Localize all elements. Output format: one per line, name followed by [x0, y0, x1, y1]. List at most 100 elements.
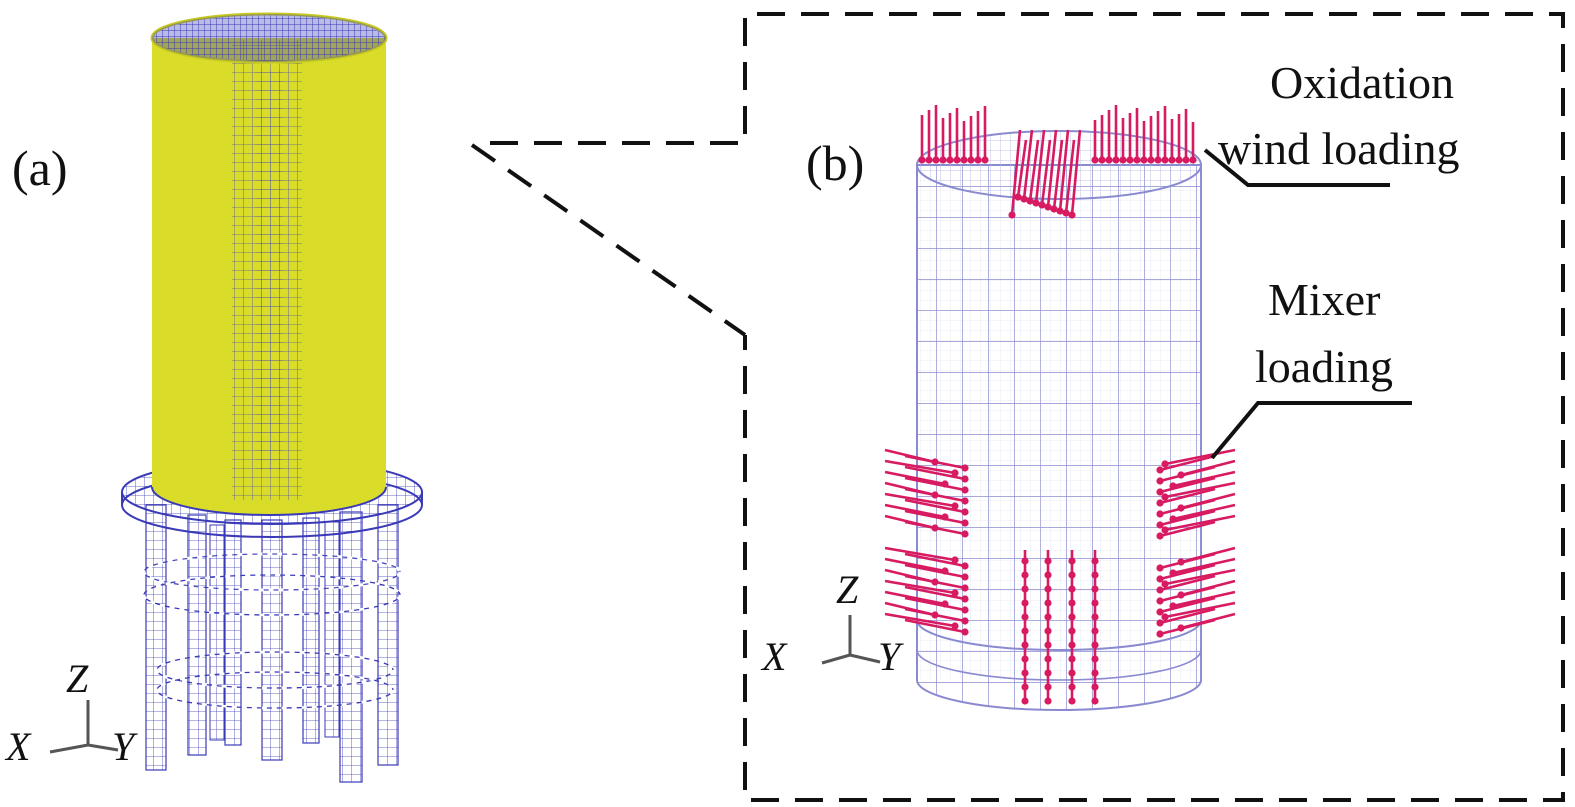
mixer-arrow — [1159, 585, 1216, 603]
mixer-arrow-head — [1044, 613, 1052, 621]
mixer-arrow — [884, 503, 946, 519]
wind-arrow-head — [1032, 199, 1040, 207]
mixer-arrow — [1159, 498, 1216, 516]
mixer-arrow — [1159, 574, 1216, 592]
mixer-arrow — [904, 552, 966, 568]
mixer-arrow-head — [1021, 697, 1029, 705]
mixer-arrow-head — [961, 628, 969, 636]
wind-arrow — [1016, 139, 1028, 198]
wind-arrow-head — [1068, 211, 1076, 219]
mixer-arrow — [904, 487, 966, 503]
wind-arrow-head — [1098, 156, 1106, 164]
mixer-arrow — [1159, 618, 1216, 636]
wind-arrow-head — [1119, 156, 1127, 164]
wind-arrow-head — [1189, 156, 1197, 164]
mixer-arrow-head — [961, 519, 969, 527]
mixer-arrow-head — [1161, 580, 1169, 588]
tank-mesh-b — [916, 130, 1202, 711]
wind-arrow-head — [953, 156, 961, 164]
support-frame — [142, 504, 402, 783]
mixer-arrow-head — [951, 556, 959, 564]
mixer-arrow-head — [1156, 466, 1164, 474]
mixer-arrow-head — [1068, 683, 1076, 691]
mixer-arrow — [1159, 454, 1216, 472]
mixer-arrow — [884, 459, 956, 475]
mixer-loading-callout: Mixer loading — [1210, 274, 1412, 460]
wind-arrow-head — [1126, 156, 1134, 164]
mixer-arrow — [1172, 590, 1236, 608]
mixer-arrow-head — [1161, 493, 1169, 501]
wind-arrow-head — [1014, 193, 1022, 201]
mixer-arrow-head — [951, 622, 959, 630]
mixer-arrow — [904, 509, 966, 525]
mixer-arrow — [1164, 514, 1236, 532]
mixer-arrow — [1164, 568, 1236, 586]
mixer-arrow — [904, 618, 966, 634]
mixer-arrow-head — [1068, 697, 1076, 705]
mixer-arrow — [1159, 520, 1216, 538]
mixer-arrow-head — [1156, 608, 1164, 616]
mixer-arrow — [1159, 563, 1216, 581]
wind-arrow-head — [1091, 156, 1099, 164]
mixer-arrow-head — [951, 502, 959, 510]
axis-z-label-a: Z — [66, 656, 89, 701]
wind-arrow-head — [967, 156, 975, 164]
mixer-arrow-head — [961, 464, 969, 472]
mixer-arrow-head — [1156, 532, 1164, 540]
mixer-arrow-head — [1091, 655, 1099, 663]
wind-arrow-head — [1112, 156, 1120, 164]
mixer-arrow — [1172, 557, 1236, 575]
wind-arrow-head — [925, 156, 933, 164]
mixer-arrow-head — [961, 573, 969, 581]
wind-arrow — [1040, 139, 1052, 206]
mixer-arrow-head — [1156, 630, 1164, 638]
wind-arrow-head — [946, 156, 954, 164]
mixer-arrow — [1164, 481, 1236, 499]
mixer-arrow-head — [961, 606, 969, 614]
wind-arrow-head — [1140, 156, 1148, 164]
mixer-arrow-head — [1021, 655, 1029, 663]
mixer-arrow — [1159, 596, 1216, 614]
wind-arrow-head — [1020, 195, 1028, 203]
mixer-arrow-head — [1091, 585, 1099, 593]
mixer-arrow — [884, 612, 956, 628]
mixer-arrow-head — [1161, 460, 1169, 468]
wind-arrow-head — [1161, 156, 1169, 164]
wind-loading-callout: Oxidation wind loading — [1203, 57, 1459, 187]
mixer-arrow — [1159, 487, 1216, 505]
axis-x-label-b: X — [760, 634, 788, 679]
mixer-arrow-head — [1091, 613, 1099, 621]
mixer-arrow-head — [1091, 557, 1099, 565]
wind-arrow-head — [1154, 156, 1162, 164]
mixer-arrow — [1159, 552, 1216, 570]
wind-callout-line2: wind loading — [1218, 123, 1459, 174]
wind-arrow-head — [960, 156, 968, 164]
wind-arrow-head — [1168, 156, 1176, 164]
mixer-arrow — [1159, 476, 1216, 494]
mixer-arrow — [884, 470, 946, 486]
mixer-arrow — [884, 546, 956, 562]
mixer-arrow-head — [1091, 599, 1099, 607]
mixer-arrow-head — [1156, 586, 1164, 594]
mixer-arrow — [904, 563, 966, 579]
mixer-arrow-head — [961, 617, 969, 625]
axis-triad-b: Z X Y — [760, 567, 904, 679]
mixer-arrow-head — [1156, 510, 1164, 518]
mixer-arrow-head — [961, 508, 969, 516]
wind-arrow-head — [1105, 156, 1113, 164]
mixer-arrow — [904, 498, 966, 514]
mixer-arrow — [904, 520, 966, 536]
mixer-arrow-head — [1021, 613, 1029, 621]
mixer-arrow — [884, 590, 946, 606]
mixer-arrow — [904, 465, 966, 481]
wind-arrow-head — [1147, 156, 1155, 164]
zoom-callout-frame — [470, 12, 1565, 802]
mixer-arrow-head — [951, 589, 959, 597]
wind-arrow — [1052, 139, 1064, 210]
mixer-arrow-head — [1044, 641, 1052, 649]
mixer-arrow-head — [1091, 641, 1099, 649]
mixer-arrow — [884, 557, 946, 573]
mixer-arrow-head — [1091, 571, 1099, 579]
mixer-arrow-head — [1021, 599, 1029, 607]
mixer-arrow-head — [1068, 669, 1076, 677]
